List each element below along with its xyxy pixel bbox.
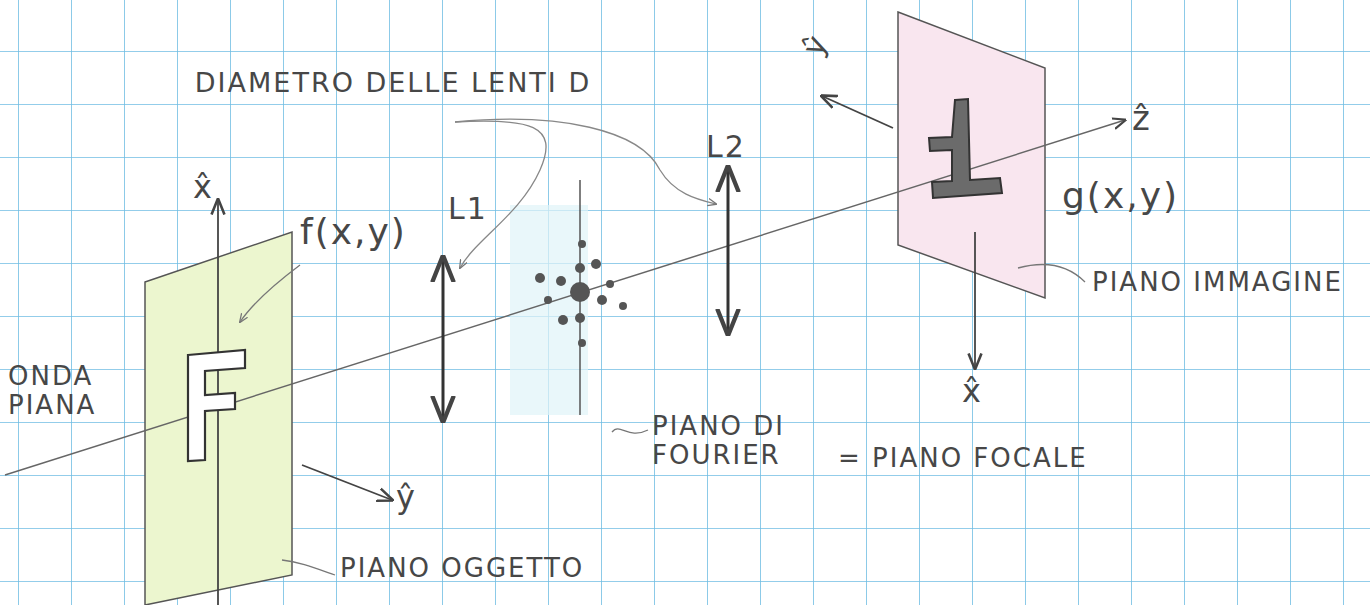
y-axis (822, 96, 893, 128)
symbol-label: x̂ (193, 170, 214, 205)
symbol-label: ŷ (396, 480, 417, 515)
symbol-label: g(x,y) (1062, 176, 1179, 216)
symbol-label: L2 (706, 130, 746, 163)
plane-label: PIANO IMMAGINE (1092, 268, 1362, 297)
leader-line (240, 265, 300, 322)
lens-symbol (442, 258, 445, 420)
plane-label: DIAMETRO DELLE LENTI D (178, 68, 608, 98)
y-axis (302, 465, 392, 500)
leader-line (455, 119, 716, 204)
symbol-label: L1 (448, 192, 488, 225)
symbol-label: = PIANO FOCALE (838, 444, 1088, 473)
diffraction-spots (535, 240, 627, 347)
plane-label: ONDA PIANA (8, 362, 138, 419)
image-plane (898, 12, 1045, 298)
object-shape (188, 350, 245, 461)
image-shape (929, 99, 1002, 198)
leader-line (282, 560, 335, 575)
x-axis (974, 232, 976, 368)
fourier-tint (510, 205, 588, 415)
plane-label: PIANO DI FOURIER (652, 412, 842, 469)
symbol-label: ẑ (1132, 100, 1152, 137)
leader-line (1018, 265, 1085, 282)
symbol-label: PIANO OGGETTO (340, 554, 584, 583)
symbol-label: x̂ (962, 374, 983, 409)
symbol-label: f(x,y) (300, 212, 407, 252)
lens-symbol (727, 168, 730, 333)
leader-line (612, 429, 648, 433)
